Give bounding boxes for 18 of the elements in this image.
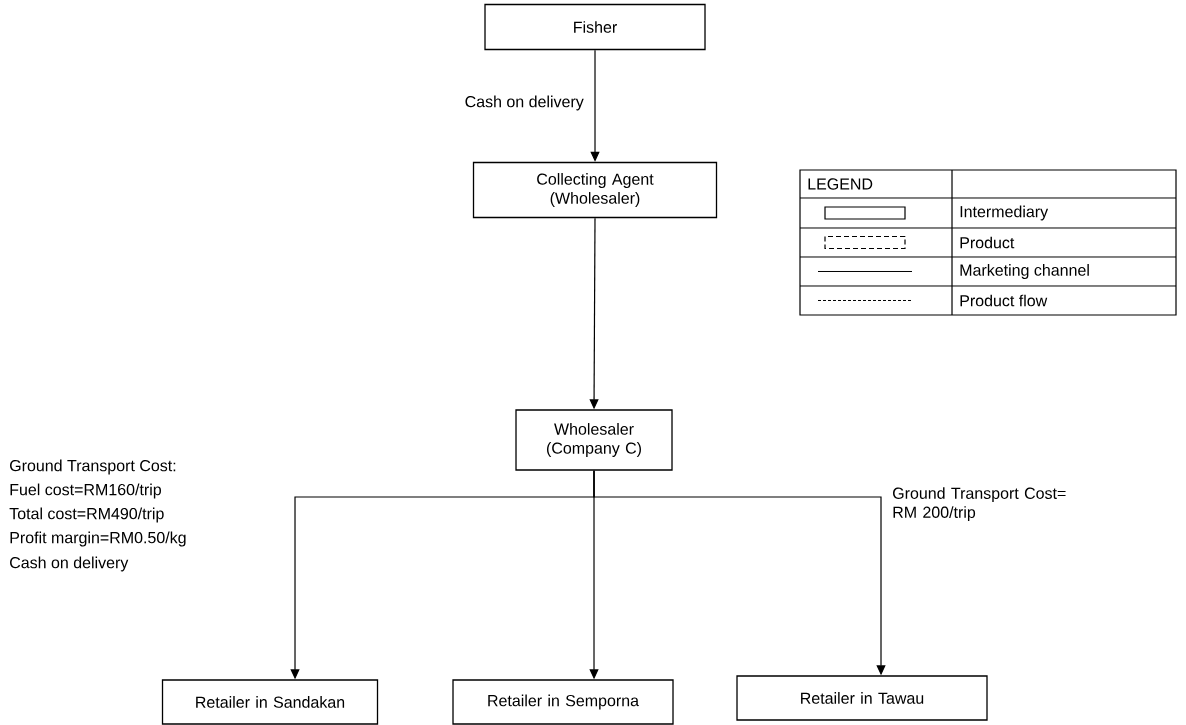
cost-note: Profit margin=RM0.50/kg	[10, 531, 186, 547]
intermediary-box: Retailer in Tawau	[736, 675, 988, 721]
cost-note: Fuel cost=RM160/trip	[10, 483, 161, 499]
intermediary-box: Retailer in Sandakan	[161, 679, 379, 725]
legend-title: LEGEND	[808, 178, 873, 190]
legend-text: Marketing channel	[960, 264, 1089, 279]
legend-text: Product	[960, 236, 1015, 249]
intermediary-box: Retailer in Semporna	[452, 679, 674, 725]
cost-note: Ground Transport Cost:	[10, 459, 176, 475]
intermediary-box: Collecting Agent (Wholesaler)	[472, 161, 718, 219]
intermediary-box: Fisher	[484, 3, 706, 51]
cost-note: Cash on delivery	[10, 556, 129, 572]
edge-label: Cash on delivery	[465, 95, 584, 111]
intermediary-box: Wholesaler (Company C)	[515, 409, 673, 471]
cost-note: Total cost=RM490/trip	[9, 507, 164, 523]
legend-text: Intermediary	[960, 205, 1049, 221]
legend-text: Product flow	[960, 294, 1048, 307]
cost-note: Ground Transport Cost= RM 200/trip	[893, 487, 1066, 522]
